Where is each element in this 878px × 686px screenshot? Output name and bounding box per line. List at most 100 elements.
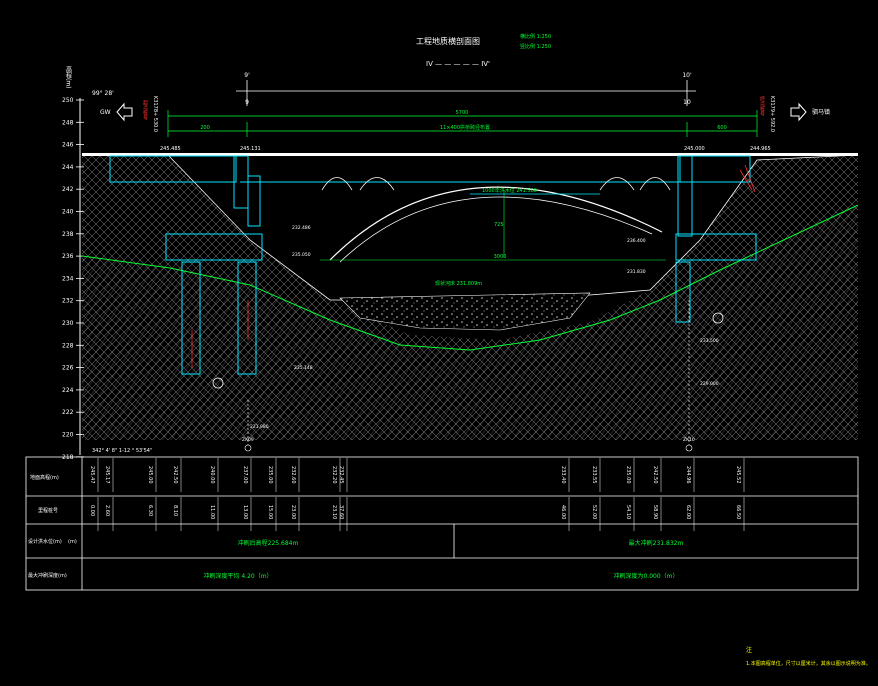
table-row2-value: 15.00 bbox=[267, 505, 273, 519]
table-row1-value: 237.00 bbox=[242, 466, 248, 484]
table-row2-value: 11.00 bbox=[209, 505, 215, 519]
left-angle-label: 99° 28' bbox=[92, 90, 114, 97]
span-total-dimension: 5700 bbox=[456, 110, 469, 116]
elev-note-3: 236.400 bbox=[627, 238, 646, 244]
table-row1-value: 245.47 bbox=[89, 466, 95, 484]
arch-rise-dimension: 725 bbox=[494, 222, 504, 228]
elevation-tick-label: 244 bbox=[62, 164, 74, 171]
arch-span-dimension: 3000 bbox=[494, 254, 507, 260]
table-row2-value: 23.10 bbox=[331, 505, 337, 519]
table-row2-value: 37.60 bbox=[338, 505, 344, 519]
deck-elev-4: 244.965 bbox=[750, 146, 771, 152]
elev-note-1: 232.486 bbox=[292, 225, 311, 231]
table-row1-value: 233.55 bbox=[591, 466, 597, 484]
table-row2-value: 6.30 bbox=[147, 505, 153, 516]
elev-note-2: 235.050 bbox=[292, 252, 311, 258]
elevation-tick-label: 236 bbox=[62, 253, 74, 260]
left-direction-label: GW bbox=[100, 109, 111, 116]
table-row1-value: 235.00 bbox=[625, 466, 631, 484]
right-station-value: K3179+ 592.0 bbox=[769, 96, 775, 132]
table-row2-value: 13.00 bbox=[242, 505, 248, 519]
elevation-tick-label: 232 bbox=[62, 298, 74, 305]
elevation-tick-label: 240 bbox=[62, 209, 74, 216]
borehole-head-right bbox=[685, 444, 693, 452]
note-title: 注 bbox=[746, 646, 752, 654]
elevation-tick-label: 226 bbox=[62, 365, 74, 372]
elev-note-7: 229.000 bbox=[700, 381, 719, 387]
road-deck bbox=[82, 153, 858, 156]
table-row3-label: 设计洪水位(m) bbox=[28, 538, 62, 545]
elevation-tick-label: 234 bbox=[62, 275, 74, 282]
table-row4-label: 最大冲刷深度(m) bbox=[28, 572, 67, 579]
water-level-label: 1000年洪水位 241.500 bbox=[482, 187, 537, 194]
elevation-tick-label: 228 bbox=[62, 342, 74, 349]
table-row1-value: 240.00 bbox=[209, 466, 215, 484]
borehole-marker-left bbox=[212, 377, 224, 389]
elevation-tick-label: 250 bbox=[62, 97, 74, 104]
elev-note-5: 235.148 bbox=[294, 365, 313, 371]
table-row1-value: 232.45 bbox=[338, 466, 344, 484]
main-arch bbox=[329, 186, 663, 261]
pier10-top-label: 10' bbox=[682, 72, 692, 79]
table-row2-value: 2.60 bbox=[104, 505, 110, 516]
span-note: 11×400拱桥跨径布置 bbox=[440, 124, 490, 131]
span-left-dimension: 200 bbox=[200, 125, 210, 131]
drawing-title: 工程地质横剖面图 bbox=[416, 36, 480, 46]
gravel-fill bbox=[340, 293, 590, 330]
left-station-label: 起点桩号 bbox=[142, 100, 148, 121]
elevation-tick-label: 222 bbox=[62, 409, 74, 416]
left-station-value: K3178+ 530.0 bbox=[152, 96, 158, 132]
table-row2-value: 66.50 bbox=[735, 505, 741, 519]
table-row1-value: 242.50 bbox=[652, 466, 658, 484]
data-table bbox=[25, 456, 859, 591]
main-arch-inner bbox=[339, 196, 653, 263]
table-row1-value: 245.52 bbox=[735, 466, 741, 484]
table-row4-right: 冲刷深度为0.000（m） bbox=[613, 572, 678, 580]
table-row2-value: 46.00 bbox=[560, 505, 566, 519]
pier9-top-label: 9' bbox=[244, 72, 250, 79]
elevation-tick-label: 220 bbox=[62, 432, 74, 439]
pier9-mid-label: 9 bbox=[245, 99, 249, 106]
right-abutment bbox=[675, 155, 757, 323]
deck-elev-2: 245.131 bbox=[240, 146, 261, 152]
bedrock-layer bbox=[82, 205, 858, 440]
table-row1-value: 245.17 bbox=[104, 466, 110, 484]
right-direction-label: 驷马镇 bbox=[812, 108, 830, 116]
section-label: IV — — — — — IV' bbox=[426, 60, 490, 68]
table-row1-value: 245.00 bbox=[147, 466, 153, 484]
table-row4-unit: (m) bbox=[68, 539, 77, 545]
table-row1-values: 245.47 245.17 245.00 242.50 240.00 237.00 235.… bbox=[89, 458, 745, 492]
elevation-tick-label: 246 bbox=[62, 142, 74, 149]
borehole-label-left: ZK09 bbox=[242, 437, 254, 443]
borehole-head-left bbox=[244, 444, 252, 452]
table-row2-value: 0.00 bbox=[89, 505, 95, 516]
bottom-angle-label: 342° 4' 8" 1-12 ° 53'54" bbox=[92, 448, 152, 454]
horizontal-scale: 横比例 1:250 bbox=[520, 33, 551, 40]
pier10-mid-label: 10 bbox=[683, 99, 691, 106]
table-row2-label: 里程桩号 bbox=[38, 507, 58, 514]
table-row1-value: 233.40 bbox=[560, 466, 566, 484]
elev-note-8: 221.980 bbox=[250, 424, 269, 430]
table-row3-right: 最大冲刷231.832m bbox=[629, 539, 684, 547]
borehole-label-right: ZK10 bbox=[683, 437, 695, 443]
table-row1-value: 232.60 bbox=[290, 466, 296, 484]
elevation-ticks: 2502482462442422402382362342322302282262… bbox=[62, 97, 84, 461]
riverbed-label: 现状河床 231.809m bbox=[435, 280, 482, 287]
table-row2-value: 62.00 bbox=[685, 505, 691, 519]
right-direction-arrow-icon bbox=[790, 102, 807, 122]
left-direction-arrow-icon bbox=[116, 102, 133, 122]
deck-elev-3: 245.000 bbox=[684, 146, 705, 152]
table-row2-value: 23.00 bbox=[290, 505, 296, 519]
elev-note-6: 233.500 bbox=[700, 338, 719, 344]
elevation-tick-label: 248 bbox=[62, 119, 74, 126]
borehole-marker-right bbox=[712, 312, 724, 324]
table-row2-value: 54.10 bbox=[625, 505, 631, 519]
span-dimensions bbox=[167, 110, 758, 137]
note-text: 1.本图高程单位，尺寸以厘米计，其余以图示说明为准。 bbox=[746, 660, 871, 667]
right-station-label: 终点桩号 bbox=[759, 95, 765, 117]
red-pile-marks bbox=[191, 164, 756, 368]
elevation-tick-label: 242 bbox=[62, 186, 74, 193]
table-row4-left: 冲刷深度平均 4.20（m） bbox=[203, 572, 272, 580]
